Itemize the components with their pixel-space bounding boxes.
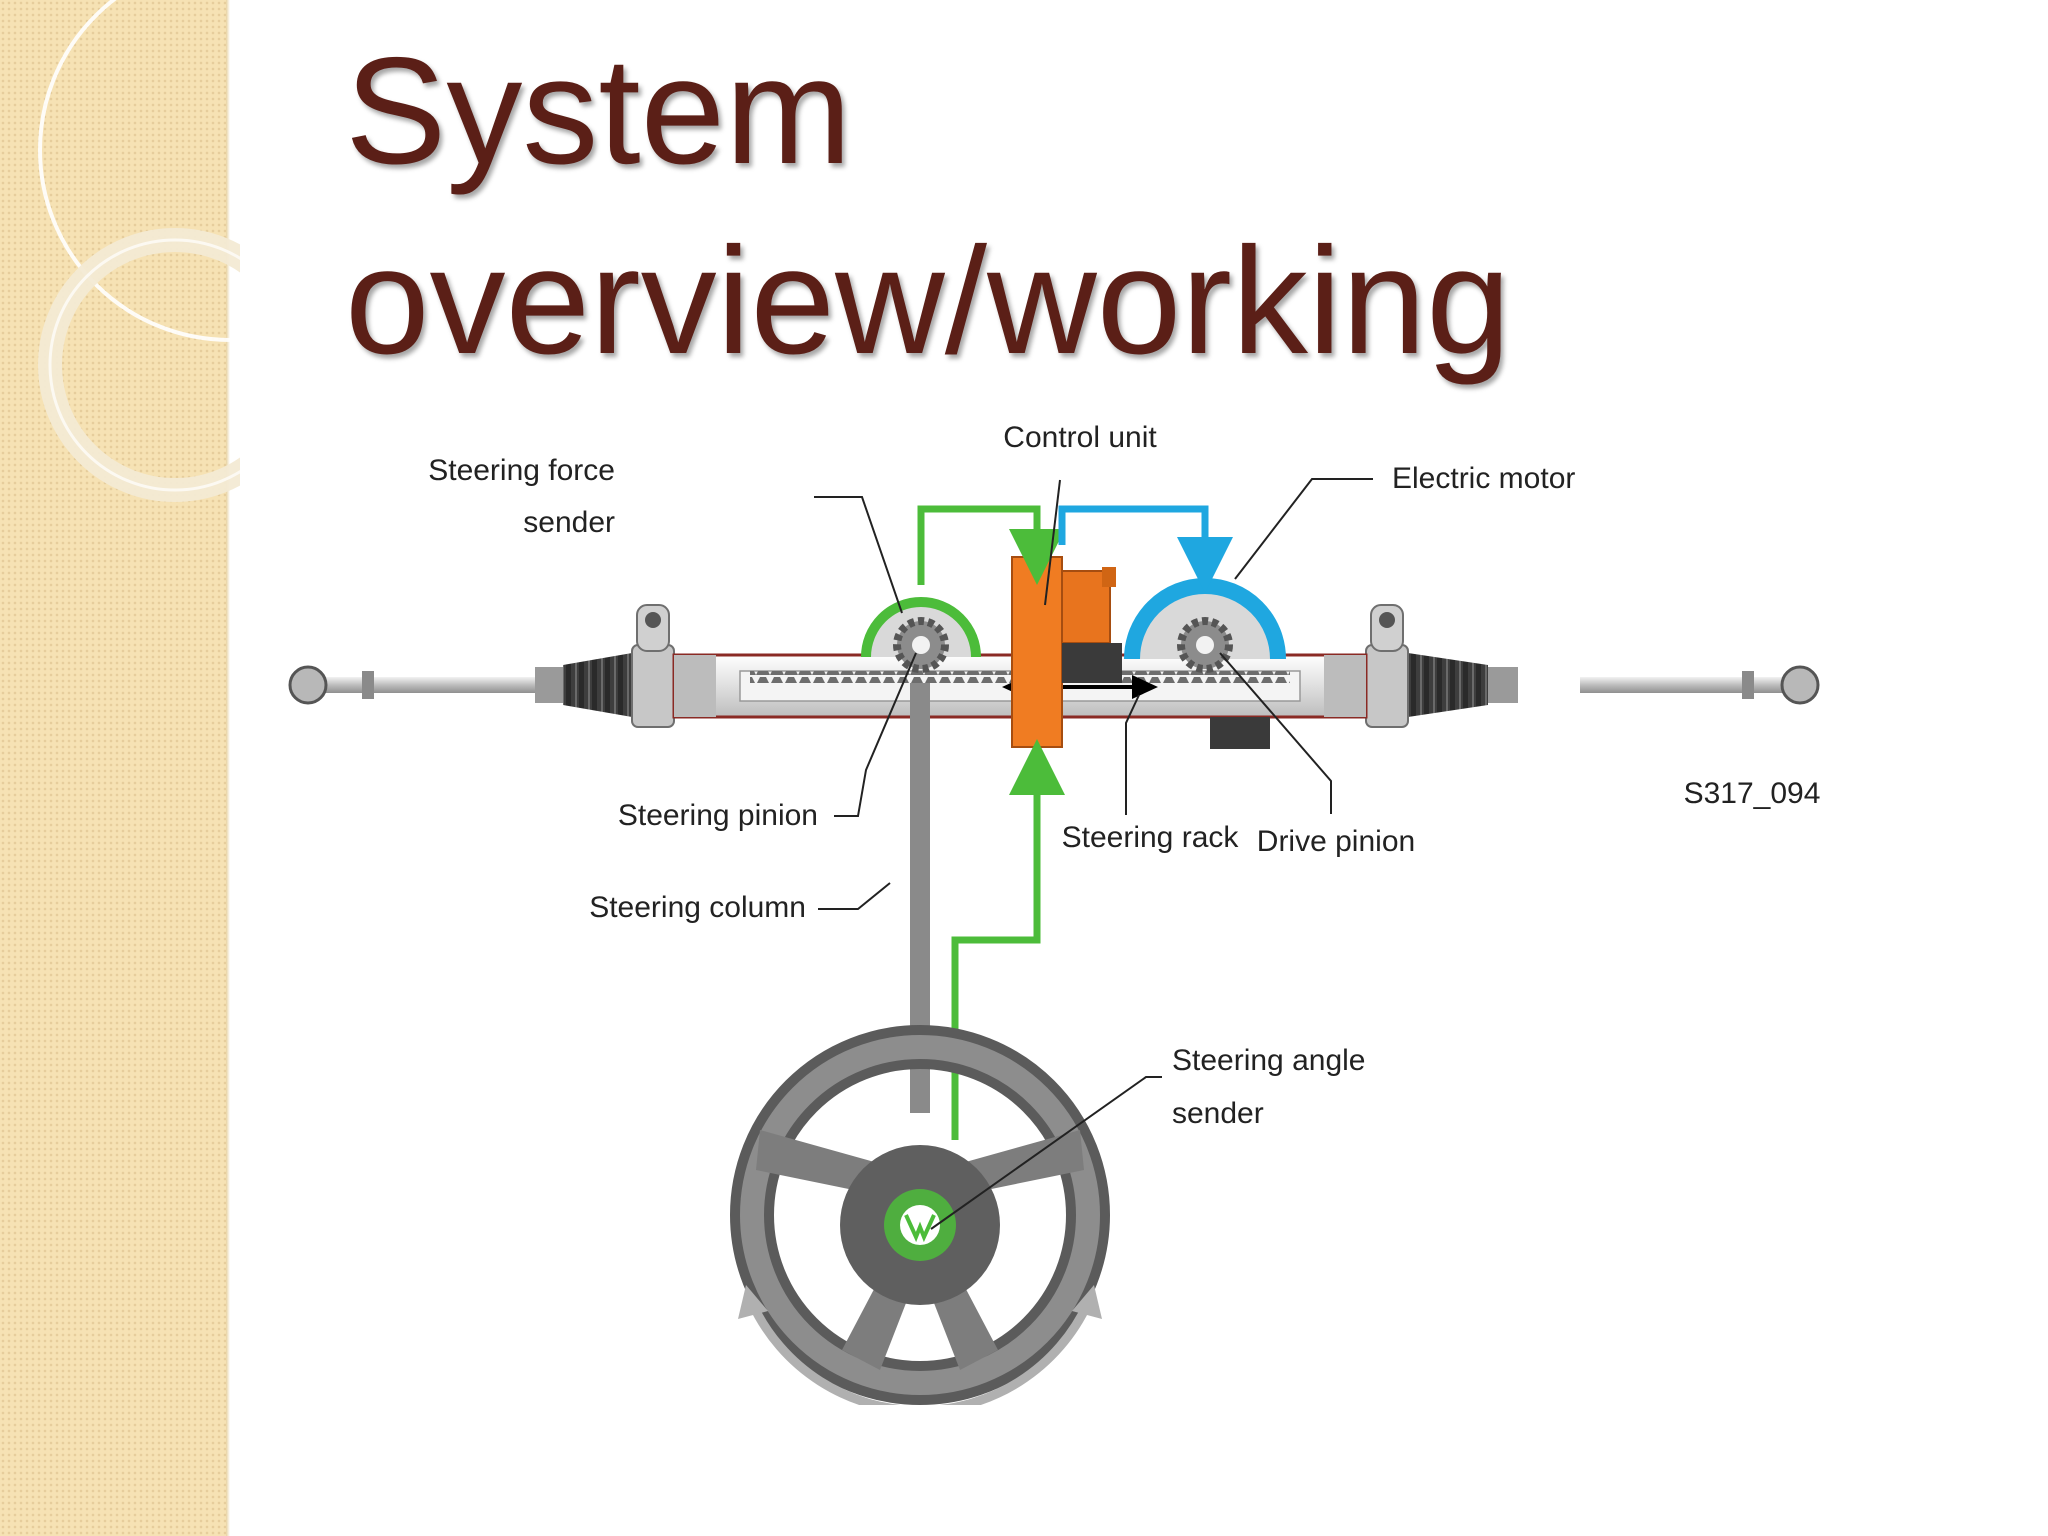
motor-control-signal-line <box>1058 505 1233 593</box>
label-steering-rack: Steering rack <box>1062 821 1240 854</box>
decorative-rings <box>38 0 240 502</box>
steering-pinion-gear <box>893 617 949 673</box>
steering-system-diagram: Steering force sender Control unit Elect… <box>288 421 1821 1405</box>
label-steering-column: Steering column <box>589 891 806 924</box>
leader-steering-force-sender <box>814 496 903 614</box>
steering-wheel <box>730 1025 1110 1405</box>
side-band-edge <box>226 0 230 1536</box>
label-steering-angle-sender-line-2: sender <box>1172 1097 1264 1130</box>
right-tie-rod <box>1580 665 1820 705</box>
leader-steering-column <box>818 882 891 910</box>
control-unit-body <box>1011 556 1270 749</box>
label-steering-force-sender-line-2: sender <box>523 506 615 539</box>
large-ring <box>38 0 240 342</box>
slide-title: System overview/working <box>345 16 1511 396</box>
title-line-2: overview/working <box>345 216 1511 386</box>
label-steering-angle-sender-line-1: Steering angle <box>1172 1044 1365 1077</box>
leader-control-unit <box>1044 479 1061 606</box>
leader-electric-motor <box>1234 478 1373 580</box>
title-line-1: System <box>345 26 852 196</box>
drive-pinion-gear <box>1177 617 1233 673</box>
left-tie-rod <box>288 665 540 705</box>
leader-drive-pinion <box>1219 652 1332 814</box>
thick-ring <box>38 228 240 502</box>
steering-column-shaft <box>910 683 930 1113</box>
label-steering-force-sender-line-1: Steering force <box>428 454 615 487</box>
rotation-arrow <box>738 1285 1102 1405</box>
leader-steering-pinion <box>834 652 917 817</box>
label-figure-code: S317_094 <box>1684 777 1821 810</box>
label-steering-pinion: Steering pinion <box>618 799 818 832</box>
label-electric-motor: Electric motor <box>1392 462 1575 495</box>
right-bellows <box>1408 653 1518 717</box>
force-sender-signal-line <box>917 505 1065 585</box>
leader-steering-angle-sender <box>930 1076 1162 1230</box>
left-mounting-bracket <box>631 604 675 728</box>
leader-lines <box>814 478 1373 1230</box>
left-bellows <box>535 653 632 717</box>
right-mounting-bracket <box>1365 604 1409 728</box>
thick-ring-highlight <box>48 238 240 492</box>
label-drive-pinion: Drive pinion <box>1257 825 1415 858</box>
leader-steering-rack <box>1125 694 1140 815</box>
label-control-unit: Control unit <box>1003 421 1157 454</box>
